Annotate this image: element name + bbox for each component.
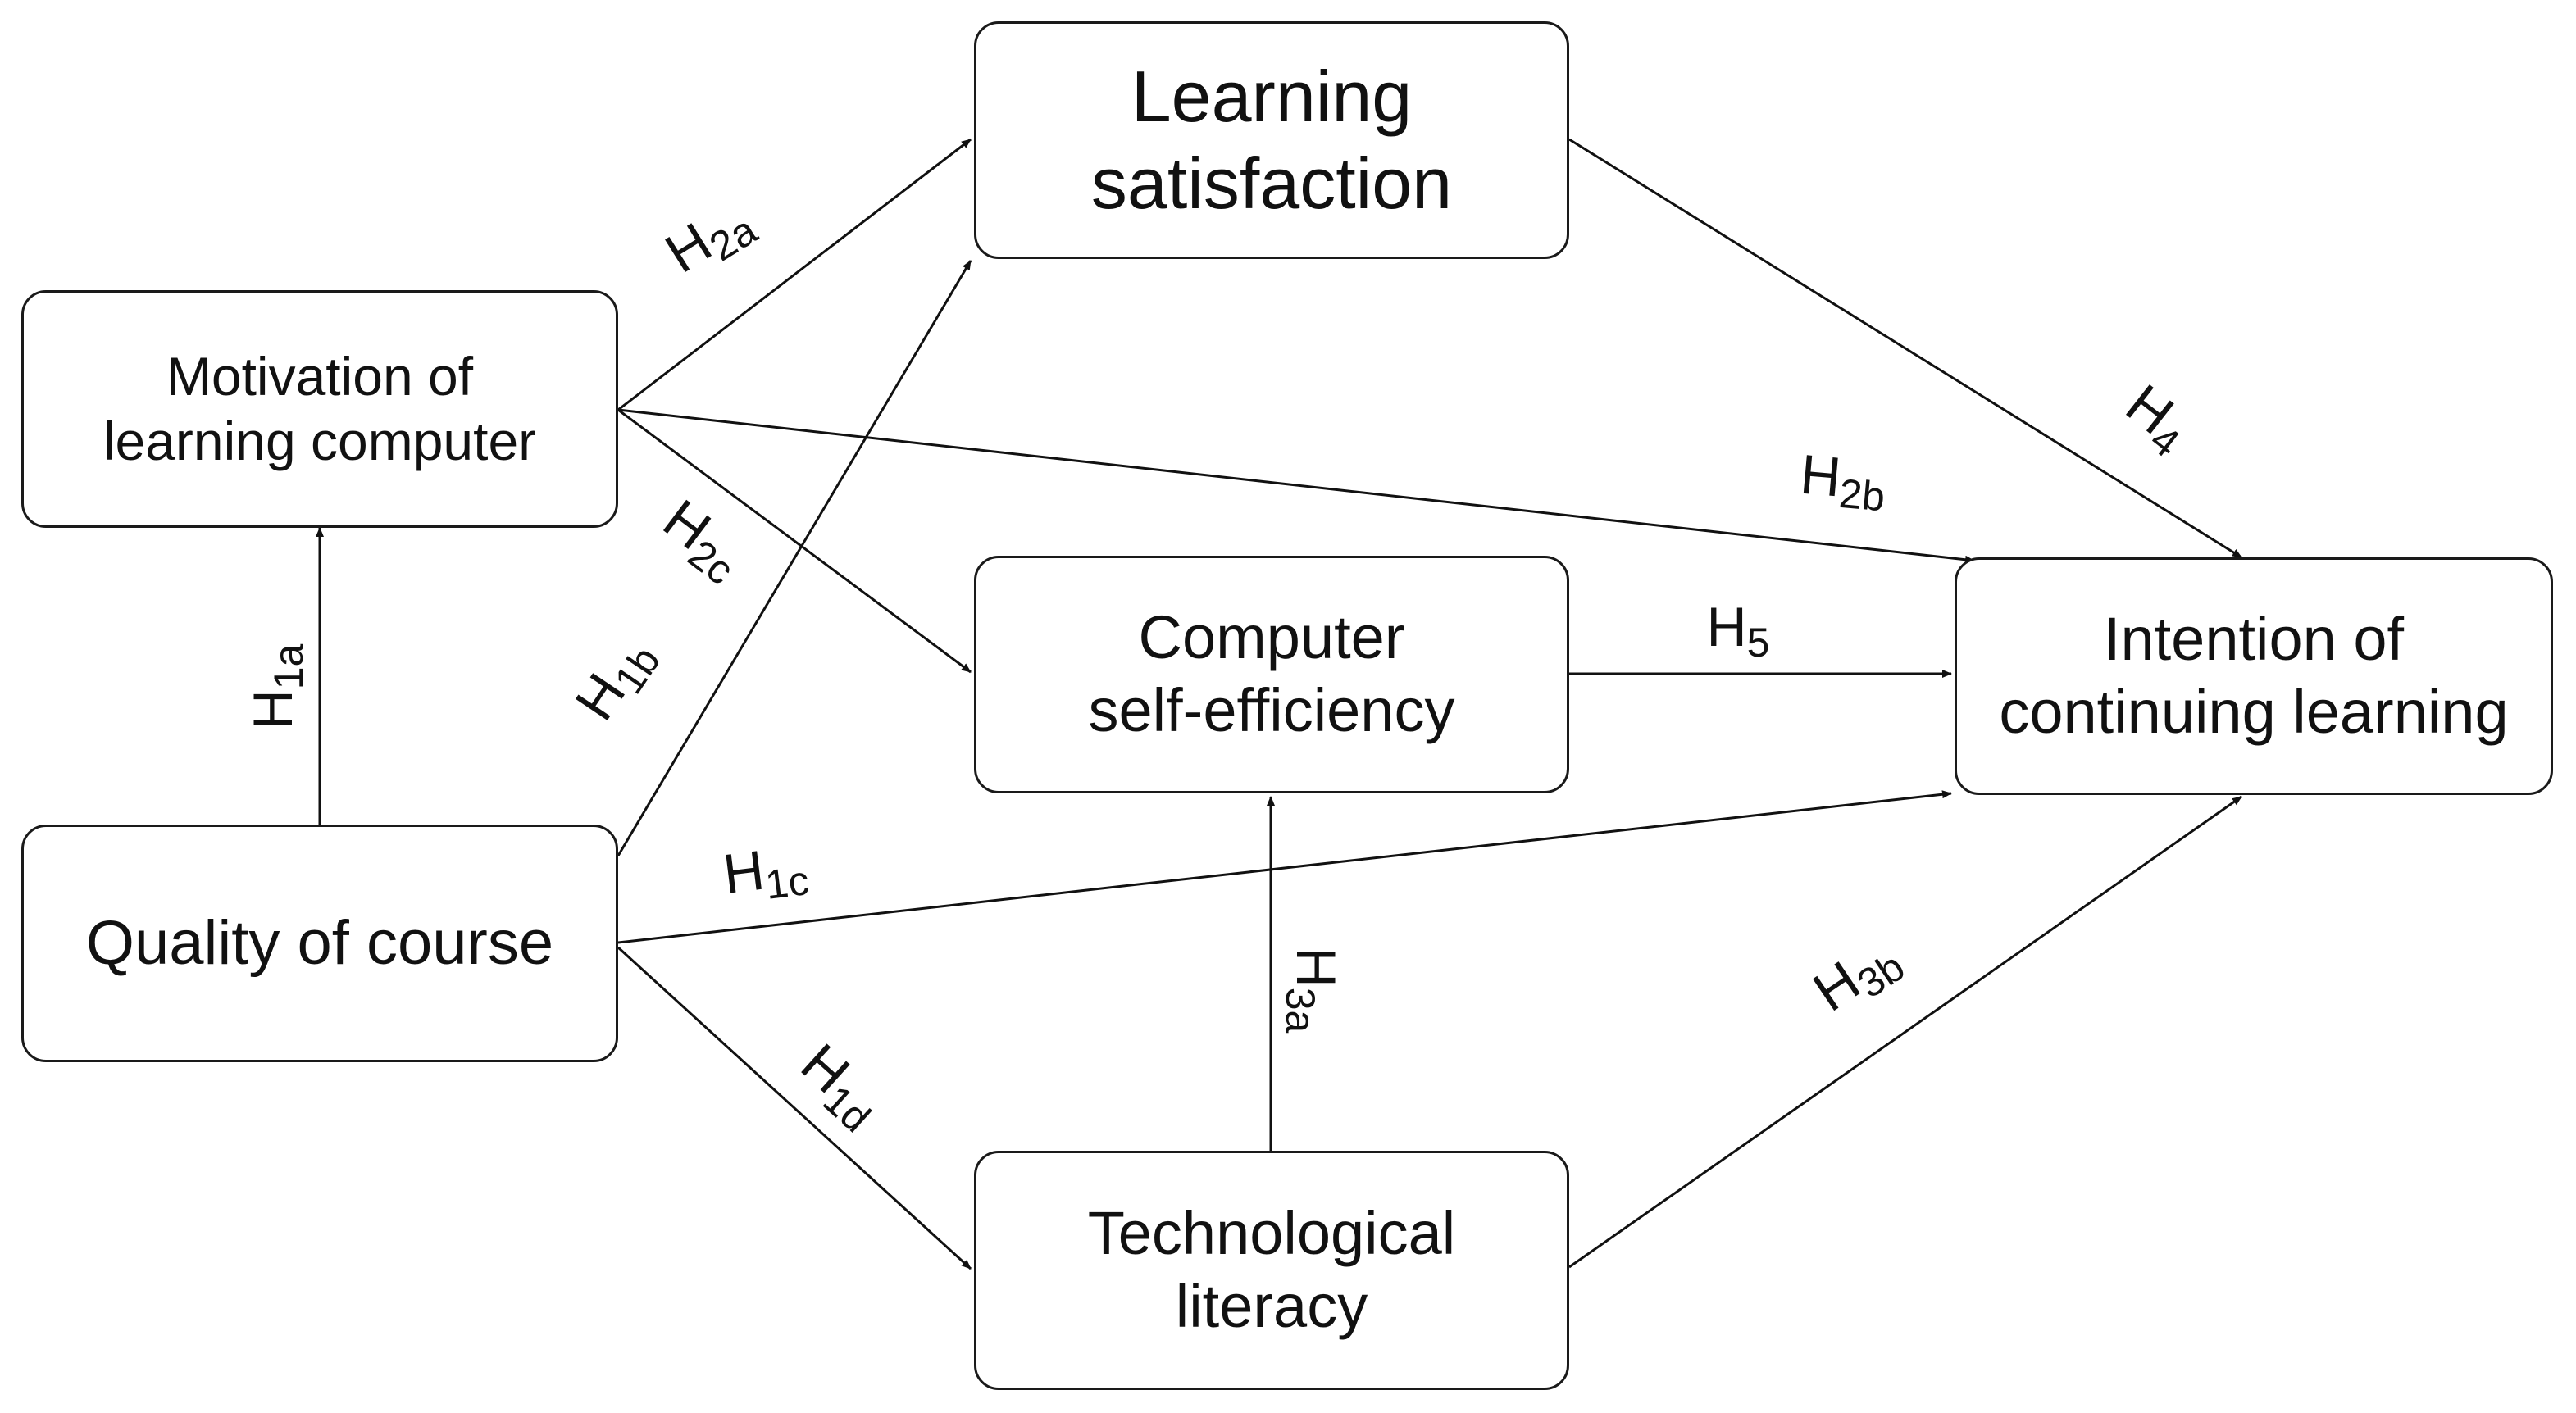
label-h1d: H1d: [785, 1032, 895, 1141]
arrow-h1b: [617, 260, 972, 856]
node-learning-satisfaction-line2: satisfaction: [1090, 143, 1453, 224]
arrow-h3b: [1568, 795, 2242, 1269]
label-h5: H5: [1707, 596, 1770, 666]
label-h1a-base: H: [242, 689, 304, 729]
node-motivation-line1: Motivation of: [166, 345, 474, 407]
label-h1c: H1c: [720, 834, 812, 913]
label-h1a: H1a: [242, 643, 312, 729]
node-intention-line1: Intention of: [2103, 605, 2405, 674]
node-technological-literacy-line1: Technological: [1087, 1199, 1456, 1268]
arrow-h4: [1568, 138, 2242, 559]
arrow-h2b: [617, 408, 1975, 564]
node-technological-literacy: Technological literacy: [974, 1151, 1569, 1390]
label-h2c: H2c: [648, 488, 757, 593]
label-h2b: H2b: [1797, 443, 1889, 520]
label-h3b: H3b: [1803, 924, 1913, 1029]
node-motivation-line2: learning computer: [102, 411, 537, 471]
node-technological-literacy-line2: literacy: [1175, 1272, 1368, 1340]
label-h3a-subscript: 3a: [1277, 988, 1323, 1034]
node-intention-line2: continuing learning: [1999, 678, 2509, 746]
label-h1c-subscript: 1c: [762, 857, 811, 908]
node-motivation: Motivation of learning computer: [21, 290, 618, 528]
node-computer-self-efficiency-line1: Computer: [1138, 603, 1405, 672]
label-h2b-base: H: [1798, 443, 1844, 509]
node-intention-of-continuing-learning: Intention of continuing learning: [1955, 557, 2553, 795]
arrow-h1c: [617, 790, 1952, 944]
label-h3a-base: H: [1285, 947, 1347, 988]
label-h3a: H3a: [1277, 947, 1347, 1034]
node-computer-self-efficiency: Computer self-efficiency: [974, 556, 1569, 793]
label-h2b-subscript: 2b: [1837, 470, 1886, 520]
node-quality-of-course: Quality of course: [21, 825, 618, 1062]
label-h5-base: H: [1707, 596, 1747, 658]
label-h2a: H2a: [655, 187, 765, 292]
arrow-h2c: [617, 408, 972, 674]
arrow-h1d: [617, 946, 972, 1270]
node-learning-satisfaction: Learning satisfaction: [974, 21, 1569, 259]
label-h1a-subscript: 1a: [266, 643, 312, 689]
arrow-h2a: [617, 138, 972, 411]
label-h1b: H1b: [563, 625, 669, 735]
label-h4: H4: [2110, 372, 2203, 466]
node-quality-line1: Quality of course: [85, 908, 554, 979]
label-h5-subscript: 5: [1747, 620, 1770, 666]
label-h1c-base: H: [720, 839, 767, 906]
node-learning-satisfaction-line1: Learning: [1131, 56, 1413, 138]
node-computer-self-efficiency-line2: self-efficiency: [1088, 676, 1455, 744]
